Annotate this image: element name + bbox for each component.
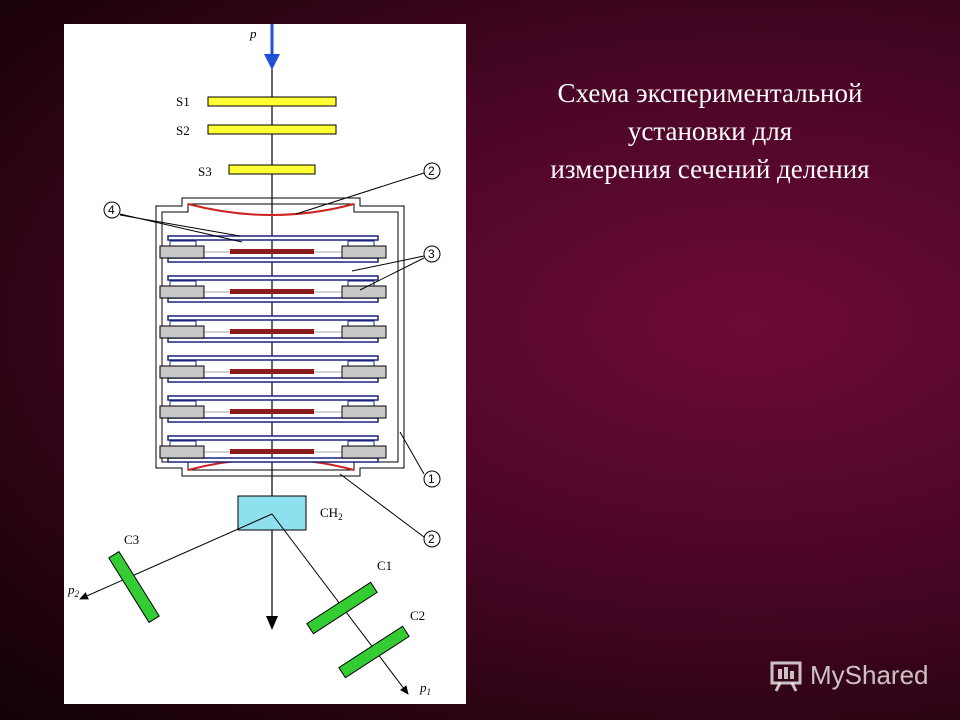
svg-text:2: 2 xyxy=(428,164,435,178)
callout-2-bottom: 2 xyxy=(339,473,441,548)
entrance-window xyxy=(187,203,355,216)
fission-foil xyxy=(230,329,314,334)
target-label: CH2 xyxy=(320,505,343,522)
electrode-plate-upper xyxy=(167,235,379,241)
fission-foil xyxy=(230,409,314,414)
slide-title: Схема экспериментальной установки для из… xyxy=(500,74,920,188)
electrode-plate-lower xyxy=(167,457,379,463)
title-line-1: Схема экспериментальной xyxy=(557,78,863,108)
scintillator-c1-label: C1 xyxy=(377,558,392,573)
spacer-left xyxy=(159,245,205,259)
beam-exit-arrow xyxy=(266,616,278,630)
spacer-left xyxy=(159,325,205,339)
electrode-plate-upper xyxy=(167,355,379,361)
electrode-plate-upper xyxy=(167,435,379,441)
scintillator-c2-label: C2 xyxy=(410,608,425,623)
scintillator-s2-label: S2 xyxy=(176,123,190,138)
spacer-left xyxy=(159,365,205,379)
scintillator-c2 xyxy=(338,625,410,679)
svg-text:3: 3 xyxy=(428,247,435,261)
callout-1: 1 xyxy=(399,431,441,488)
scintillator-c3-label: C3 xyxy=(124,532,139,547)
spacer-left xyxy=(159,445,205,459)
electrode-plate-lower xyxy=(167,257,379,263)
setup-diagram: p S1 S2 S3 CH2 p2 p1 C3 C1 xyxy=(67,24,441,697)
electrode-plate-lower xyxy=(167,337,379,343)
diagram-panel: p S1 S2 S3 CH2 p2 p1 C3 C1 xyxy=(64,24,466,704)
svg-text:4: 4 xyxy=(108,203,115,217)
track-p1-label: p1 xyxy=(419,680,431,697)
scintillator-s3 xyxy=(228,164,316,175)
spacer-right xyxy=(341,405,387,419)
track-p2-label: p2 xyxy=(67,582,80,599)
beam-label: p xyxy=(249,26,257,41)
electrode-plate-lower xyxy=(167,417,379,423)
scintillator-s3-label: S3 xyxy=(198,164,212,179)
svg-text:1: 1 xyxy=(428,472,435,486)
chamber-body xyxy=(155,197,405,477)
title-line-2: установки для xyxy=(627,116,793,146)
chamber-stack xyxy=(159,235,387,463)
fission-foil xyxy=(230,369,314,374)
electrode-plate-upper xyxy=(167,315,379,321)
spacer-left xyxy=(159,285,205,299)
scintillator-c1 xyxy=(306,581,378,635)
callout-3: 3 xyxy=(351,245,441,291)
electrode-plate-lower xyxy=(167,377,379,383)
track-p2 xyxy=(79,513,273,600)
electrode-plate-upper xyxy=(167,395,379,401)
spacer-right xyxy=(341,325,387,339)
electrode-plate-lower xyxy=(167,297,379,303)
spacer-right xyxy=(341,445,387,459)
watermark-text: MyShared xyxy=(810,659,929,690)
callout-4: 4 xyxy=(103,201,243,243)
fission-foil xyxy=(230,249,314,254)
presentation-board-icon xyxy=(770,661,802,692)
watermark: MyShared xyxy=(768,656,929,694)
scintillator-s1 xyxy=(207,96,337,107)
scintillator-s2 xyxy=(207,124,337,135)
electrode-plate-upper xyxy=(167,275,379,281)
callout-2-top: 2 xyxy=(295,162,441,215)
spacer-right xyxy=(341,365,387,379)
beam-arrow xyxy=(264,24,280,70)
spacer-left xyxy=(159,405,205,419)
scintillator-c3 xyxy=(108,550,160,624)
fission-foil xyxy=(230,289,314,294)
title-line-3: измерения сечений деления xyxy=(550,154,870,184)
fission-foil xyxy=(230,449,314,454)
svg-text:2: 2 xyxy=(428,532,435,546)
scintillator-s1-label: S1 xyxy=(176,94,190,109)
spacer-right xyxy=(341,245,387,259)
